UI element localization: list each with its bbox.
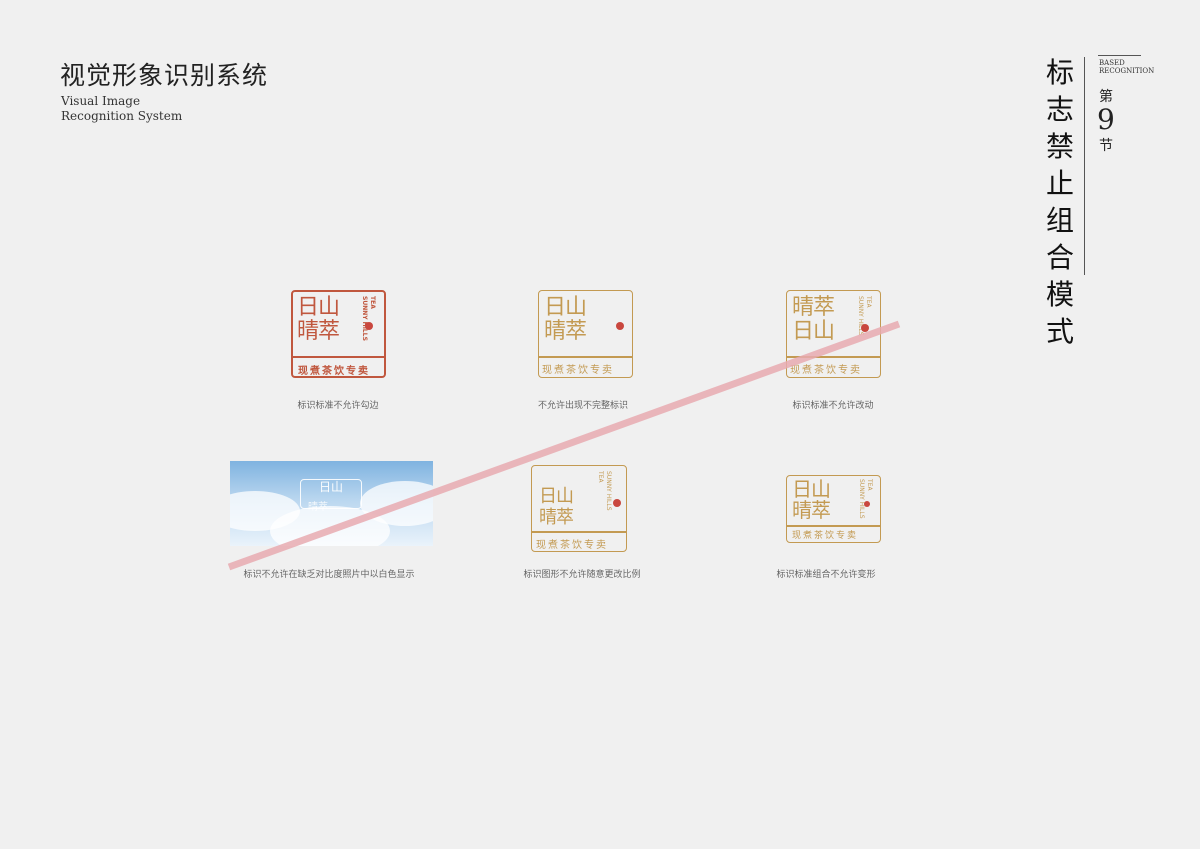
- logo-tea: TEA: [865, 296, 872, 308]
- logo-separator: [291, 356, 386, 358]
- logo-seal-icon: [616, 322, 624, 330]
- logo-name-top: 日山: [792, 477, 831, 501]
- logo-example-deformed: 日山 晴萃 TEA SUNNY HILLS 现煮茶饮专卖: [786, 475, 881, 543]
- logo-example-incomplete: 日山 晴萃 现煮茶饮专卖: [538, 290, 633, 378]
- title-en-line1: Visual Image: [61, 94, 141, 108]
- logo-example-altered: 晴萃 日山 TEA SUNNY HILLS 现煮茶饮专卖: [786, 290, 881, 378]
- logo-example-outlined: 日山 晴萃 TEA SUNNY HILLS 现煮茶饮专卖: [291, 290, 386, 378]
- logo-seal-icon: [365, 322, 373, 330]
- page-title-zh: 视觉形象识别系统: [60, 61, 269, 90]
- caption-5: 标识图形不允许随意更改比例: [523, 570, 641, 580]
- caption-6: 标识标准组合不允许变形: [776, 570, 876, 580]
- section-number: 9: [1097, 103, 1115, 136]
- logo-sunny-hills: SUNNY HILLS: [857, 296, 864, 336]
- logo-tagline: 现煮茶饮专卖: [790, 365, 862, 376]
- based-recognition-label: BASED RECOGNITION: [1099, 59, 1155, 75]
- photo-background-sky: 日山 晴萃: [230, 461, 433, 546]
- caption-3: 标识标准不允许改动: [792, 401, 874, 411]
- logo-tea: TEA: [369, 296, 376, 309]
- logo-tagline: 现煮茶饮专卖: [542, 365, 614, 376]
- logo-separator: [786, 356, 881, 358]
- logo-name-top: 日山: [539, 486, 574, 507]
- logo-sunny-hills: SUNNY HILLS: [858, 479, 865, 519]
- logo-name-bottom: 晴萃: [544, 319, 587, 344]
- logo-name-top: 日山: [297, 295, 340, 320]
- logo-white-on-photo-bottom: 晴萃: [308, 502, 328, 513]
- logo-seal-icon: [864, 501, 870, 507]
- logo-name-bottom: 晴萃: [297, 319, 340, 344]
- logo-separator: [538, 356, 633, 358]
- logo-separator: [786, 525, 881, 527]
- logo-seal-icon: [861, 324, 869, 332]
- logo-tea: TEA: [866, 479, 873, 491]
- logo-sunny-hills: SUNNY HILLS: [605, 471, 612, 511]
- page-title-en: Visual Image Recognition System: [61, 94, 182, 124]
- logo-name-bottom: 晴萃: [792, 295, 835, 320]
- logo-tagline: 现煮茶饮专卖: [792, 531, 859, 541]
- divider-vertical: [1084, 57, 1085, 275]
- caption-4: 标识不允许在缺乏对比度照片中以白色显示: [243, 570, 415, 580]
- caption-1: 标识标准不允许勾边: [297, 401, 379, 411]
- caption-2: 不允许出现不完整标识: [537, 401, 629, 411]
- section-jie: 节: [1099, 138, 1113, 154]
- logo-seal-icon: [613, 499, 621, 507]
- logo-name-bottom: 晴萃: [539, 507, 574, 528]
- logo-example-stretched: 日山 晴萃 SUNNY HILLS TEA 现煮茶饮专卖: [531, 465, 627, 552]
- logo-name-top: 日山: [792, 319, 835, 344]
- section-di: 第: [1099, 89, 1113, 105]
- logo-name-bottom: 晴萃: [792, 498, 831, 522]
- logo-sunny-hills: SUNNY HILLS: [361, 296, 368, 341]
- logo-separator: [531, 531, 627, 533]
- logo-tagline: 现煮茶饮专卖: [536, 540, 608, 551]
- logo-name-top: 日山: [544, 295, 587, 320]
- section-title-vertical: 标志禁止组合模式: [1045, 56, 1074, 348]
- logo-tagline: 现煮茶饮专卖: [298, 366, 370, 377]
- logo-tea: TEA: [597, 471, 604, 483]
- title-en-line2: Recognition System: [61, 109, 183, 123]
- divider-horizontal: [1098, 55, 1141, 56]
